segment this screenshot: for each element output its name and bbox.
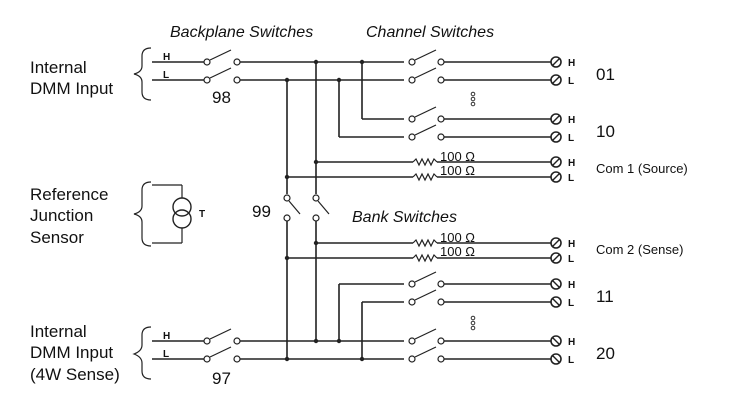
svg-text:Internal: Internal bbox=[30, 322, 87, 341]
screw-terminal-icon: H bbox=[550, 335, 575, 348]
channel-01-label: 01 bbox=[596, 65, 615, 84]
screw-terminal-icon: H bbox=[550, 278, 575, 291]
switch-98 bbox=[203, 49, 241, 84]
resistor-com1-h bbox=[412, 157, 551, 167]
screw-terminal-icon: L bbox=[550, 252, 574, 265]
terminal-ch01-h-label: H bbox=[568, 58, 575, 69]
terminal-ch01-l-label: L bbox=[568, 76, 574, 87]
channel-switch-ch20-l bbox=[408, 346, 551, 363]
reference-junction-sensor-label: Reference Junction Sensor bbox=[30, 185, 108, 247]
channel-20-label: 20 bbox=[596, 344, 615, 363]
switch-99-number: 99 bbox=[252, 202, 271, 221]
screw-terminal-icon: L bbox=[550, 296, 574, 309]
vertical-ellipsis-icon bbox=[470, 315, 476, 331]
switch-99 bbox=[283, 194, 330, 222]
brace-dmm-input bbox=[133, 47, 152, 101]
channel-switch-ch11-l bbox=[408, 289, 551, 306]
channel-switch-ch01-h bbox=[408, 49, 551, 66]
terminal-ch11-l-label: L bbox=[568, 298, 574, 309]
switch-98-number: 98 bbox=[212, 88, 231, 107]
resistor-com1-h-value: 100 Ω bbox=[440, 149, 475, 164]
top-l-label: L bbox=[163, 70, 169, 81]
terminal-ch20-h-label: H bbox=[568, 337, 575, 348]
bottom-h-label: H bbox=[163, 331, 170, 342]
channel-switch-ch10-h bbox=[408, 106, 551, 123]
svg-text:Internal: Internal bbox=[30, 58, 87, 77]
terminal-ch20-l-label: L bbox=[568, 355, 574, 366]
terminal-ch11-h-label: H bbox=[568, 280, 575, 291]
screw-terminal-icon: H bbox=[550, 237, 575, 250]
bottom-l-label: L bbox=[163, 349, 169, 360]
channel-10-label: 10 bbox=[596, 122, 615, 141]
thermistor-icon bbox=[152, 184, 192, 244]
thermistor-t-label: T bbox=[199, 209, 205, 220]
screw-terminal-icon: L bbox=[550, 74, 574, 87]
resistor-com2-l-value: 100 Ω bbox=[440, 244, 475, 259]
svg-text:DMM Input: DMM Input bbox=[30, 343, 113, 362]
resistor-com1-l-value: 100 Ω bbox=[440, 163, 475, 178]
screw-terminal-icon: H bbox=[550, 56, 575, 69]
com2-sense-label: Com 2 (Sense) bbox=[596, 242, 683, 257]
channel-11-label: 11 bbox=[596, 287, 614, 306]
screw-terminal-icon: H bbox=[550, 156, 575, 169]
terminal-com2-l-label: L bbox=[568, 254, 574, 265]
terminal-com2-h-label: H bbox=[568, 239, 575, 250]
screw-terminal-icon: L bbox=[550, 171, 574, 184]
channel-switch-ch11-h bbox=[408, 271, 551, 288]
resistor-com2-l bbox=[412, 253, 551, 263]
screw-terminal-icon: H bbox=[550, 113, 575, 126]
switch-97 bbox=[203, 328, 241, 363]
terminal-ch10-l-label: L bbox=[568, 133, 574, 144]
svg-text:(4W Sense): (4W Sense) bbox=[30, 365, 120, 384]
channel-switch-ch20-h bbox=[408, 328, 551, 345]
resistor-com2-h bbox=[412, 238, 551, 248]
channel-switches-title: Channel Switches bbox=[366, 24, 494, 41]
terminal-com1-h-label: H bbox=[568, 158, 575, 169]
resistor-com2-h-value: 100 Ω bbox=[440, 230, 475, 245]
top-h-label: H bbox=[163, 52, 170, 63]
terminal-com1-l-label: L bbox=[568, 173, 574, 184]
svg-text:Junction: Junction bbox=[30, 206, 93, 225]
svg-text:Reference: Reference bbox=[30, 185, 108, 204]
screw-terminal-icon: L bbox=[550, 353, 574, 366]
com1-source-label: Com 1 (Source) bbox=[596, 161, 688, 176]
backplane-switches-title: Backplane Switches bbox=[170, 24, 313, 41]
svg-text:Sensor: Sensor bbox=[30, 228, 84, 247]
channel-switch-ch10-l bbox=[408, 124, 551, 141]
brace-dmm-4w bbox=[132, 326, 152, 380]
terminal-ch10-h-label: H bbox=[568, 115, 575, 126]
switch-97-number: 97 bbox=[212, 369, 231, 388]
screw-terminal-icon: L bbox=[550, 131, 574, 144]
resistor-com1-l bbox=[412, 172, 551, 182]
junction-dots bbox=[284, 59, 365, 362]
vertical-ellipsis-icon bbox=[470, 91, 476, 107]
bank-switches-title: Bank Switches bbox=[352, 209, 457, 226]
internal-dmm-4w-sense-label: Internal DMM Input (4W Sense) bbox=[30, 322, 120, 384]
internal-dmm-input-label: Internal DMM Input bbox=[30, 58, 113, 98]
channel-switch-ch01-l bbox=[408, 67, 551, 84]
brace-ref-junction bbox=[133, 181, 152, 247]
svg-text:DMM Input: DMM Input bbox=[30, 79, 113, 98]
